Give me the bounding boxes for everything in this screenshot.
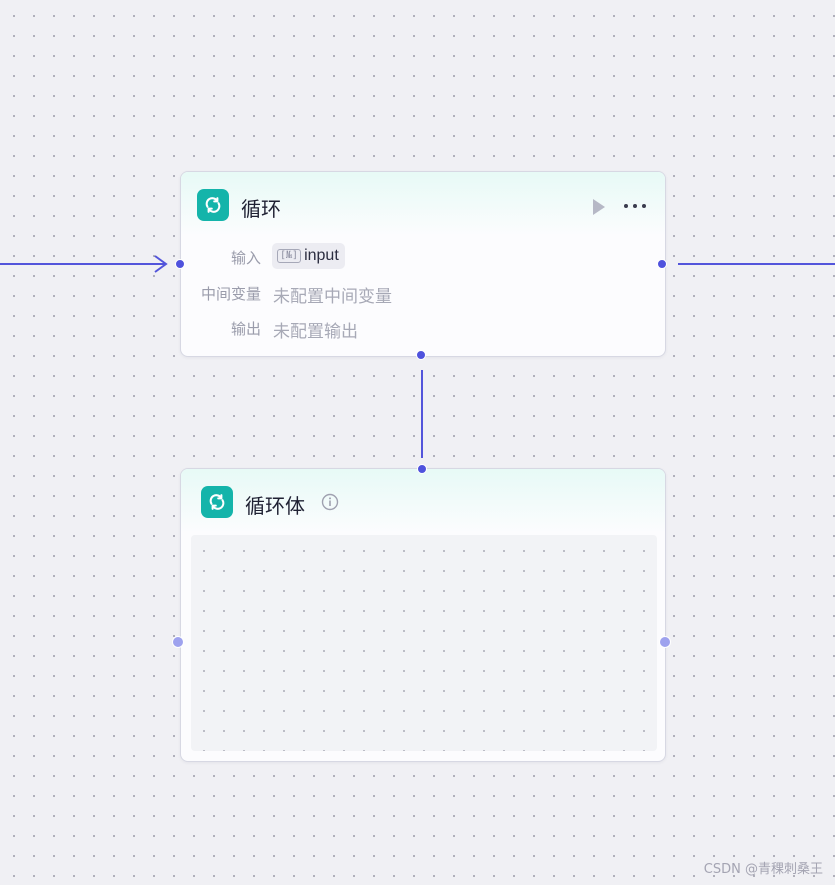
outgoing-edge[interactable] (678, 263, 835, 265)
intermediate-variable-value: 未配置中间变量 (273, 287, 392, 307)
info-icon[interactable] (321, 493, 339, 511)
loop-body-node[interactable]: 循环体 (180, 468, 666, 762)
input-variable-name: input (304, 247, 339, 264)
loop-node-header (181, 172, 665, 236)
output-label: 输出 (230, 320, 261, 338)
loop-body-canvas[interactable] (191, 535, 657, 751)
intermediate-variable-label: 中间变量 (200, 285, 261, 303)
loop-node-bottom-handle[interactable] (416, 350, 426, 360)
loop-body-top-handle[interactable] (417, 464, 427, 474)
loop-node-icon (197, 189, 229, 221)
number-type-icon: [№] (277, 249, 302, 263)
loop-node[interactable]: 循环 输入 [№] input 中间变量 未配置中间变量 输出 未配置输出 (180, 171, 666, 357)
loop-body-left-handle[interactable] (172, 636, 184, 648)
loop-icon (209, 494, 225, 510)
output-value: 未配置输出 (273, 322, 358, 342)
loop-node-input-handle[interactable] (175, 259, 185, 269)
loop-body-right-handle[interactable] (659, 636, 671, 648)
run-icon[interactable] (591, 198, 607, 216)
loop-icon (205, 197, 221, 213)
loop-node-title: 循环 (241, 197, 281, 221)
watermark: CSDN @青稞刺桑王 (703, 862, 823, 877)
more-options-icon[interactable] (623, 200, 647, 212)
input-label: 输入 (230, 249, 261, 267)
loop-node-output-handle[interactable] (657, 259, 667, 269)
loop-body-header (181, 469, 665, 533)
loop-to-body-edge[interactable] (421, 370, 423, 458)
loop-body-title: 循环体 (245, 494, 305, 518)
incoming-edge[interactable] (0, 263, 166, 265)
edge-arrow-icon (154, 255, 168, 273)
input-variable-tag[interactable]: [№] input (272, 243, 345, 269)
loop-body-icon (201, 486, 233, 518)
